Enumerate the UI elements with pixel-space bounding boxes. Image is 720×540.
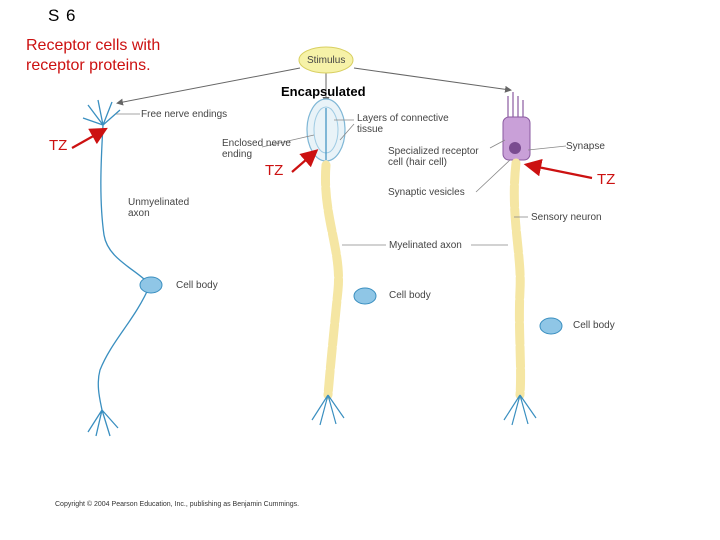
stimulus-label: Stimulus [307,55,346,66]
specialized-line-1: Specialized receptor [388,146,479,157]
synaptic-vesicles-label: Synaptic vesicles [388,187,465,198]
tz-arrow-2 [291,149,319,173]
myelinated-axon-2 [320,160,344,400]
unmyelinated-axon-label: Unmyelinated axon [128,197,189,219]
slide-heading: Receptor cells with receptor proteins. [26,36,160,76]
specialized-receptor-label: Specialized receptor cell (hair cell) [388,146,479,168]
cell-body-1-shape [139,276,163,294]
tz-label-3: TZ [597,171,616,188]
heading-line-1: Receptor cells with [26,37,161,54]
specialized-line-2: cell (hair cell) [388,157,447,168]
tz-label-1: TZ [49,137,68,154]
unmyelinated-line-1: Unmyelinated [128,197,190,208]
tz-label-2: TZ [265,162,284,179]
unmyelinated-line-2: axon [128,208,150,219]
cell-body-label-2: Cell body [389,290,431,301]
cell-body-2-shape [353,287,377,305]
enclosed-line-2: ending [222,149,253,160]
cell-body-label-3: Cell body [573,320,615,331]
axon-terminal-3 [503,394,537,426]
connective-tissue-label: Layers of connective tissue [357,113,449,135]
layers-line-2: tissue [357,124,384,135]
tz-arrow-1 [71,127,108,149]
free-nerve-endings-label: Free nerve endings [141,109,228,120]
myelinated-axon-label: Myelinated axon [389,240,462,251]
synapse-label: Synapse [566,141,605,152]
layers-line-1: Layers of connective [357,113,449,124]
tz-arrow-3 [523,159,593,180]
stimulus-arrows [116,67,512,106]
slide-number: S 6 [48,6,77,25]
hair-cell-nucleus [509,142,521,154]
leader-lines [116,113,567,246]
hair-cell-stereocilia [507,92,524,118]
cell-body-label-1: Cell body [176,280,218,291]
heading-line-2: receptor proteins. [26,57,151,74]
free-nerve-neuron [82,99,151,437]
copyright-notice: Copyright © 2004 Pearson Education, Inc.… [55,501,300,508]
encapsulated-label: Encapsulated [281,84,366,99]
enclosed-line-1: Enclosed nerve [222,138,291,149]
cell-body-3-shape [539,317,563,335]
stimulus-bubble [298,46,354,74]
enclosed-nerve-ending-label: Enclosed nerve ending [222,138,291,160]
tz-arrows [71,127,593,180]
myelinated-axon-3 [509,158,526,400]
sensory-neuron-label: Sensory neuron [531,212,602,223]
axon-terminal-2 [311,394,345,426]
